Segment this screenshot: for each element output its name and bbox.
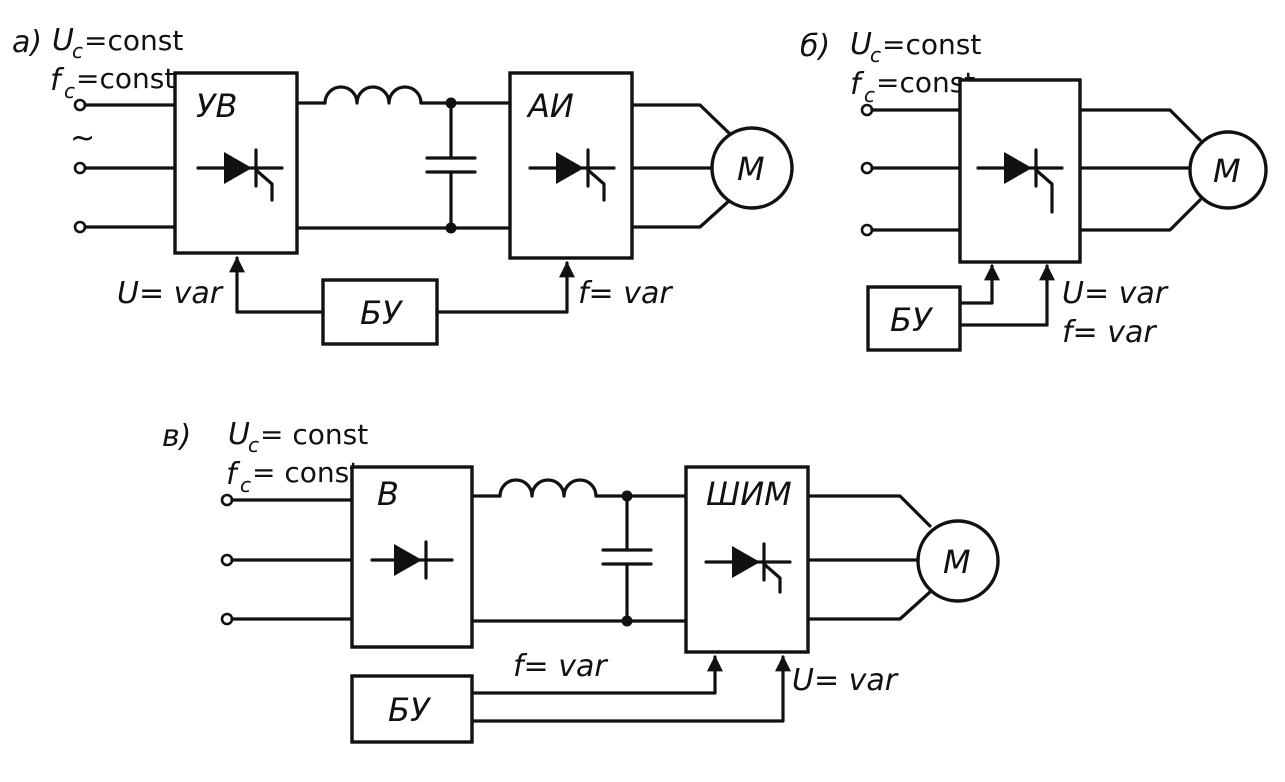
panel-a-motor-label: М: [737, 150, 765, 188]
panel-a-input-lines: [73, 98, 177, 234]
panel-a-ac-symbol: ~: [70, 121, 95, 156]
panel-a-fc-sub: c: [64, 79, 75, 103]
panel-c-dc-link: [470, 478, 688, 627]
panel-c-rectifier-label: В: [377, 475, 399, 513]
panel-a-dc-link: [295, 85, 512, 234]
panel-b-motor-label: М: [1213, 152, 1241, 190]
panel-a-fc-suffix: =const: [76, 62, 175, 95]
panel-c-thyristor-icon: [704, 542, 792, 594]
panel-a-motor: [710, 126, 794, 210]
panel-a-rectifier-label: УВ: [196, 87, 237, 125]
panel-c-control-arrow-f: [470, 655, 723, 695]
panel-a-u-var: U= var: [117, 276, 224, 311]
panel-b-uc-sub: c: [870, 43, 881, 67]
panel-c-diode-icon: [370, 540, 454, 580]
panel-b-f-var: f= var: [1062, 315, 1157, 350]
panel-c-uc-symbol: U: [228, 417, 250, 452]
panel-c-fc-sub: c: [240, 473, 251, 497]
panel-a-letter: а): [12, 25, 42, 60]
panel-c-control-label: БУ: [388, 691, 432, 729]
panel-c-f-var: f= var: [513, 649, 608, 684]
panel-a-output-lines: [630, 103, 732, 229]
panel-a-fc-symbol: f: [50, 63, 65, 98]
panel-b-letter: б): [800, 29, 830, 64]
panel-b-converter-block: [958, 78, 1082, 264]
panel-a-inverter-label: АИ: [526, 87, 574, 125]
panel-b-motor: [1188, 130, 1268, 210]
panel-b-control-arrow-u: [958, 264, 1000, 305]
panel-c-output-lines: [806, 494, 932, 621]
panel-c-inductor: [498, 478, 598, 498]
panel-b-u-var: U= var: [1062, 276, 1169, 311]
panel-a-thyristor-icon: [196, 148, 284, 202]
panel-a-control-label: БУ: [360, 294, 404, 332]
panel-b: б) U c =const f c =const М Б: [800, 27, 1268, 352]
panel-a: а) U c =const f c =const ~ УВ: [12, 23, 794, 346]
panel-c-pwm-label: ШИМ: [706, 475, 792, 513]
panel-b-control-label: БУ: [890, 301, 934, 339]
panel-c-motor: [916, 519, 1000, 603]
panel-c: в) U c = const f c = const В: [162, 417, 1000, 744]
panel-a-inductor: [323, 85, 423, 105]
panel-b-thyristor-icon: [976, 148, 1064, 214]
panel-b-fc-sub: c: [864, 83, 875, 107]
panel-a-f-var: f= var: [578, 276, 673, 311]
panel-b-control-arrow-f: [958, 264, 1055, 327]
panel-b-control-block: [866, 285, 962, 352]
panel-b-uc-suffix: =const: [882, 28, 981, 61]
panel-c-input-lines: [220, 493, 354, 626]
panel-c-control-block: [350, 674, 474, 744]
panel-a-control-block: [321, 278, 439, 346]
panel-a-uc-sub: c: [72, 39, 83, 63]
panel-b-output-lines: [1078, 108, 1202, 232]
panel-c-letter: в): [162, 419, 191, 454]
panel-c-u-var: U= var: [792, 663, 899, 698]
panel-b-input-lines: [860, 103, 962, 237]
panel-a-control-to-rectifier: [229, 256, 325, 314]
panel-a-uc-symbol: U: [52, 23, 74, 58]
panel-c-control-arrow-u: [470, 655, 791, 723]
panel-c-motor-label: М: [943, 543, 971, 581]
panel-c-fc-suffix: = const: [252, 456, 360, 489]
panel-a-control-to-inverter: [435, 261, 575, 314]
panel-a-inverter-thyristor-icon: [528, 148, 616, 202]
panel-c-uc-suffix: = const: [260, 418, 368, 451]
panel-b-uc-symbol: U: [850, 27, 872, 62]
panel-a-uc-suffix: =const: [84, 24, 183, 57]
panel-c-fc-symbol: f: [226, 457, 241, 492]
panel-c-uc-sub: c: [248, 433, 259, 457]
panel-b-fc-symbol: f: [850, 67, 865, 102]
